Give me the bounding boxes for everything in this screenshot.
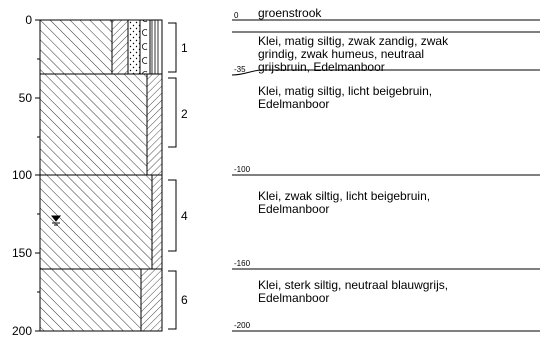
layer-description-3-line-2: Edelmanboor [258,202,329,216]
layer-description-2-line-2: Edelmanboor [258,97,329,111]
bottom-depth-label: -200 [234,321,251,330]
sample-label-4: 4 [181,209,188,223]
sample-brackets [168,22,177,330]
layer-boundaries [231,19,540,332]
layer-1-clay-hatch [40,20,112,74]
layer-description-2-line-1: Klei, matig siltig, licht beigebruin, [258,84,432,98]
layer-description-4-line-1: Klei, sterk siltig, neutraal blauwgrijs, [258,278,448,292]
layer-1-sand-dots [128,20,140,74]
layer-1-gravel-circles [140,20,150,74]
sample-label-6: 6 [181,293,188,307]
layer-description-1-line-3: grijsbruin, Edelmanboor [258,60,385,74]
groundwater-level-icon [50,215,62,226]
layer-2-silt-hatch [147,74,162,175]
layer-description-1-line-2: grindig, zwak humeus, neutraal [258,47,424,61]
layer-description-topsoil: groenstrook [258,6,322,20]
sample-label-1: 1 [181,41,188,55]
layer-4-silt-hatch [141,269,162,331]
depth-tick-label-200: 200 [12,324,32,338]
layer-description-3-line-1: Klei, zwak siltig, licht beigebruin, [258,189,430,203]
depth-tick-label-150: 150 [12,246,32,260]
layer-1-silt-hatch [112,20,128,74]
depth-axis: 0 50 100 150 200 [12,13,41,338]
layer-top-label-100: -100 [234,165,251,174]
layer-4-clay-hatch [40,269,141,331]
layer-top-label-160: -160 [234,259,251,268]
depth-tick-label-50: 50 [19,91,33,105]
layer-description-4-line-2: Edelmanboor [258,291,329,305]
lithology-column [39,19,163,332]
layer-top-label-35: -35 [234,65,246,74]
sample-label-2: 2 [181,107,188,121]
depth-axis-ticks [35,19,40,332]
depth-tick-label-100: 100 [12,168,32,182]
layer-description-1-line-1: Klei, matig siltig, zwak zandig, zwak [258,34,449,48]
layer-top-label-0: 0 [234,11,239,20]
layer-1-humus-bars [150,20,162,74]
depth-tick-label-0: 0 [25,13,32,27]
layer-3-silt-hatch [152,175,162,269]
layer-2-clay-hatch [40,74,147,175]
layer-3-clay-hatch [40,175,152,269]
